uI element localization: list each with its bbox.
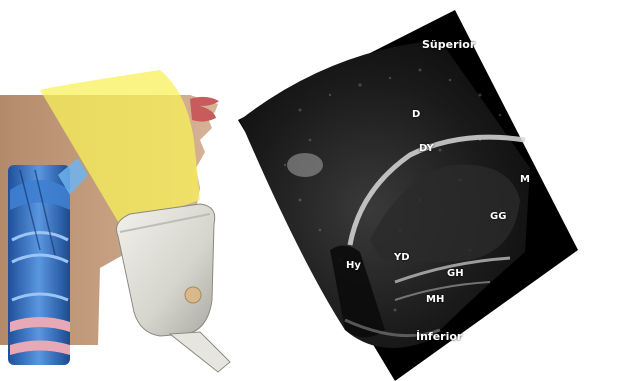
- label-yd: YD: [394, 252, 410, 263]
- label-gg: GG: [490, 211, 506, 222]
- label-gh: GH: [447, 268, 464, 279]
- ultrasound-probe: [117, 204, 231, 372]
- label-mh: MH: [426, 294, 444, 305]
- anatomy-illustration: [0, 70, 230, 372]
- label-m: M: [520, 174, 530, 185]
- label-inferior: İnferior: [416, 330, 462, 343]
- label-hy: Hy: [346, 260, 361, 271]
- label-d: D: [412, 109, 420, 120]
- label-superior: Süperior: [422, 38, 475, 51]
- label-dy: DY: [419, 143, 434, 154]
- ultrasound-image: [238, 10, 578, 381]
